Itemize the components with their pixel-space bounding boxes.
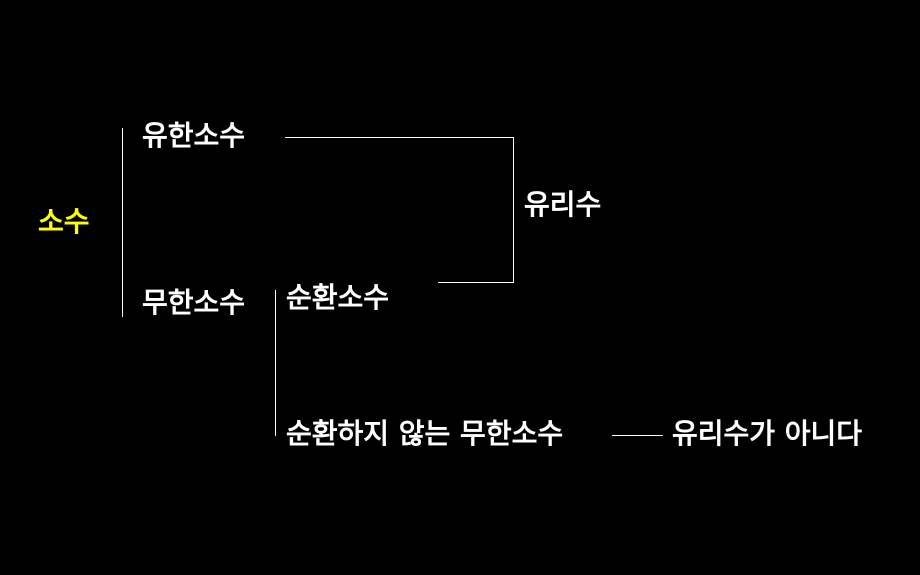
connector-repeating-bottom — [438, 282, 514, 283]
node-non-repeating-infinite: 순환하지 않는 무한소수 — [286, 417, 564, 450]
node-not-rational: 유리수가 아니다 — [672, 417, 863, 450]
node-decimal: 소수 — [38, 205, 90, 238]
connector-rational-vertical — [513, 137, 514, 283]
node-finite-decimal: 유한소수 — [142, 119, 246, 152]
node-infinite-decimal: 무한소수 — [142, 286, 246, 319]
bracket-infinite — [275, 290, 276, 436]
bracket-decimal — [122, 128, 123, 317]
node-rational: 유리수 — [524, 188, 602, 221]
connector-not-rational — [612, 435, 663, 436]
node-repeating-decimal: 순환소수 — [286, 281, 390, 314]
connector-finite-top — [285, 137, 514, 138]
